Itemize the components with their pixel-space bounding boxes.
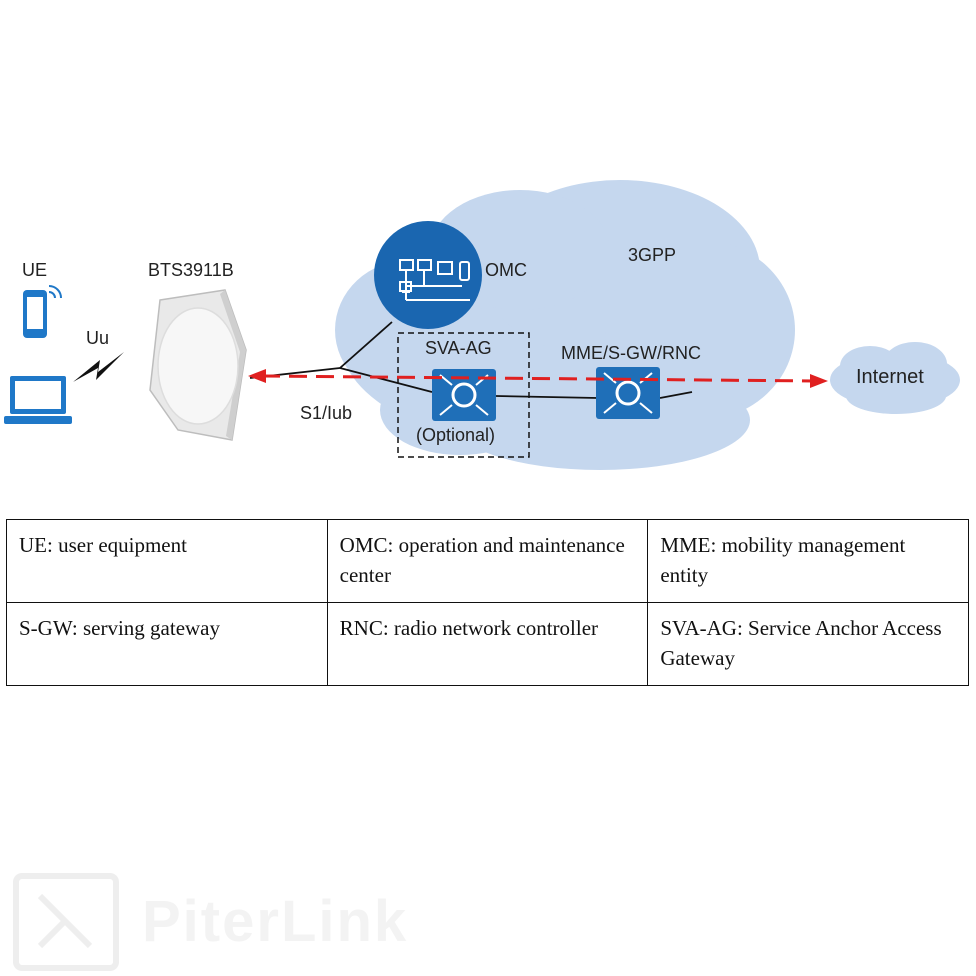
mme-label: MME/S-GW/RNC — [561, 343, 701, 363]
s1-label: S1/Iub — [300, 403, 353, 423]
bts-label: BTS3911B — [148, 260, 234, 280]
3gpp-cloud — [335, 180, 795, 470]
radio-link-icon — [73, 352, 124, 382]
omc-icon — [374, 221, 482, 329]
s1-links — [249, 321, 693, 399]
ue-label: UE — [22, 260, 48, 280]
table-cell: S-GW: serving gateway — [6, 602, 328, 686]
sva-ag-router-icon — [432, 369, 496, 421]
data-path-arrow — [248, 369, 828, 388]
network-diagram — [4, 180, 960, 470]
internet-cloud — [830, 342, 960, 414]
sva-ag-optional-box — [397, 332, 530, 458]
uu-label: Uu — [86, 328, 110, 348]
laptop-icon — [4, 376, 72, 424]
abbreviation-table: UE: user equipment OMC: operation and ma… — [6, 519, 969, 686]
table-cell: SVA-AG: Service Anchor Access Gateway — [647, 602, 969, 686]
table-cell: RNC: radio network controller — [326, 602, 649, 686]
table-cell: UE: user equipment — [6, 519, 328, 603]
internet-label: Internet — [856, 366, 924, 388]
omc-label: OMC — [485, 260, 527, 280]
sva-ag-label: SVA-AG — [425, 338, 492, 358]
table-row: S-GW: serving gateway RNC: radio network… — [6, 602, 969, 686]
bts-device-icon — [149, 289, 247, 441]
table-cell: OMC: operation and maintenance center — [326, 519, 649, 603]
watermark-text: PiterLink — [142, 889, 409, 954]
3gpp-label: 3GPP — [628, 245, 677, 265]
phone-icon — [23, 285, 62, 338]
table-row: UE: user equipment OMC: operation and ma… — [6, 519, 969, 603]
mme-router-icon — [596, 367, 660, 419]
optional-label: (Optional) — [416, 425, 496, 445]
table-cell: MME: mobility management entity — [647, 519, 969, 603]
watermark-logo-icon — [13, 873, 119, 971]
